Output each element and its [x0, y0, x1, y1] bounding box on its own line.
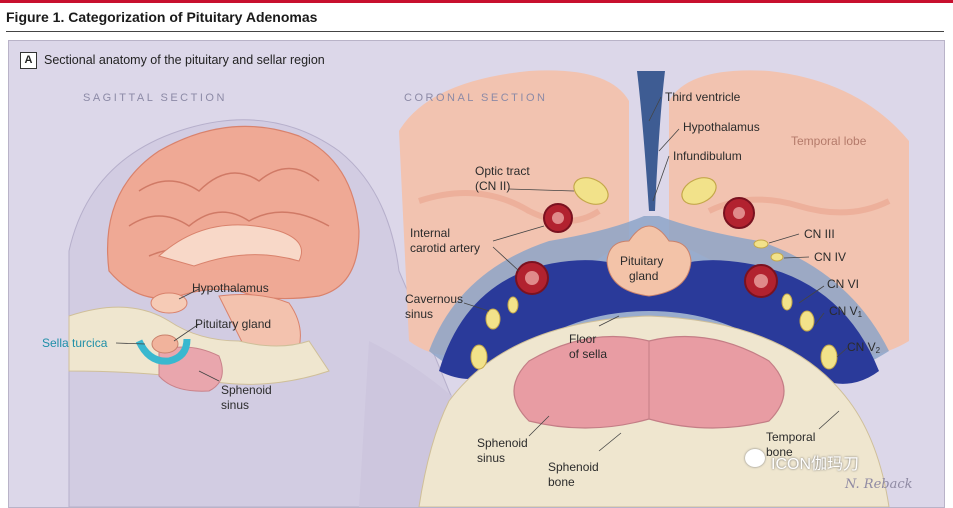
anatomy-illustration — [68, 70, 909, 507]
panel-title: Sectional anatomy of the pituitary and s… — [44, 53, 325, 67]
wechat-logo-icon — [745, 449, 765, 467]
label-cn-v1: CN V1 — [829, 304, 862, 322]
label-cn-v1-main: CN V — [829, 304, 858, 318]
coronal-section-heading: CORONAL SECTION — [404, 92, 548, 104]
label-internal-carotid-1: Internal — [410, 226, 451, 240]
label-cavernous-sinus-1: Cavernous — [405, 292, 464, 306]
label-pituitary-gland-coronal-2: gland — [629, 269, 659, 283]
label-cn3: CN III — [804, 227, 835, 241]
label-sella-turcica: Sella turcica — [42, 336, 108, 350]
label-pituitary-gland-sagittal: Pituitary gland — [195, 317, 272, 331]
label-hypothalamus-sagittal: Hypothalamus — [192, 281, 269, 295]
label-cavernous-sinus-2: sinus — [405, 307, 434, 321]
label-temporal-bone-2: bone — [766, 445, 793, 459]
label-cn-v2-main: CN V — [847, 340, 876, 354]
sagittal-section-drawing — [68, 119, 530, 507]
figure-panel: A Sectional anatomy of the pituitary and… — [8, 40, 945, 508]
label-cn-v1-sub: 1 — [857, 310, 863, 319]
label-optic-tract-2: (CN II) — [475, 179, 511, 193]
label-sphenoid-sinus-sagittal-2: sinus — [221, 398, 250, 412]
label-temporal-bone-1: Temporal — [766, 430, 816, 444]
label-optic-tract-1: Optic tract — [475, 164, 530, 178]
label-cn4: CN IV — [814, 250, 847, 264]
title-rule — [6, 31, 944, 32]
coronal-section-drawing — [399, 70, 909, 507]
figure-title: Figure 1. Categorization of Pituitary Ad… — [6, 9, 318, 25]
watermark-text: ICON伽玛刀 — [771, 456, 860, 473]
label-sphenoid-sinus-coronal-1: Sphenoid — [477, 436, 528, 450]
panel-letter-badge: A — [20, 52, 37, 69]
label-temporal-lobe: Temporal lobe — [791, 134, 867, 148]
label-cn6: CN VI — [827, 277, 860, 291]
label-sphenoid-bone-2: bone — [548, 475, 575, 489]
label-cn-v2: CN V2 — [847, 340, 880, 358]
artist-signature: N. Reback — [845, 477, 913, 492]
label-pituitary-gland-coronal-1: Pituitary — [620, 254, 664, 268]
sagittal-section-heading: SAGITTAL SECTION — [83, 92, 227, 104]
label-floor-of-sella-1: Floor — [569, 332, 597, 346]
label-third-ventricle: Third ventricle — [665, 90, 741, 104]
top-accent-bar — [0, 0, 953, 3]
label-sphenoid-sinus-sagittal-1: Sphenoid — [221, 383, 272, 397]
label-floor-of-sella-2: of sella — [569, 347, 608, 361]
label-hypothalamus-coronal: Hypothalamus — [683, 120, 760, 134]
label-cn-v2-sub: 2 — [875, 346, 881, 355]
label-sphenoid-bone-1: Sphenoid — [548, 460, 599, 474]
label-infundibulum: Infundibulum — [673, 149, 742, 163]
label-internal-carotid-2: carotid artery — [410, 241, 481, 255]
label-sphenoid-sinus-coronal-2: sinus — [477, 451, 506, 465]
